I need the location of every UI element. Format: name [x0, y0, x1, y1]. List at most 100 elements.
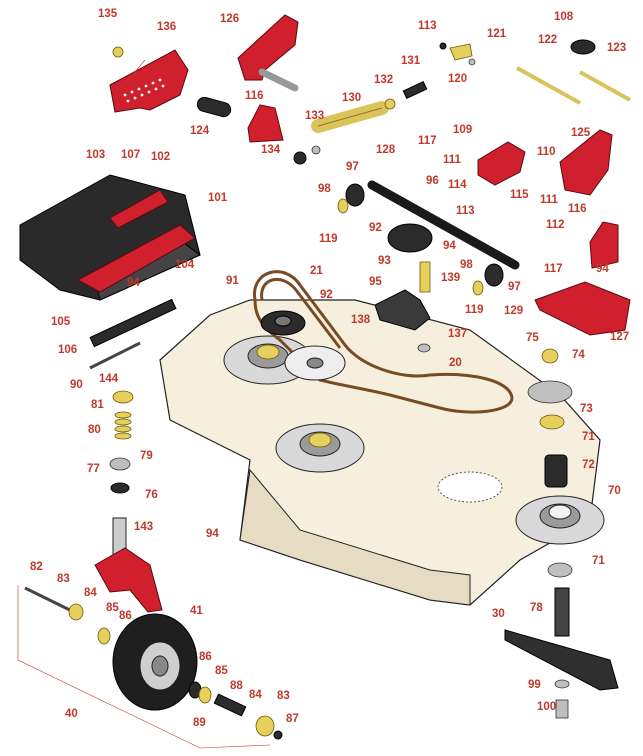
rod-123: [579, 70, 631, 102]
callout-108: 108: [554, 11, 574, 23]
callout-83: 83: [57, 573, 70, 585]
callout-89: 89: [193, 717, 206, 729]
callout-30: 30: [492, 608, 505, 620]
callout-138: 138: [351, 314, 371, 326]
callout-102: 102: [151, 151, 170, 163]
cap-144: [112, 390, 134, 404]
callout-20: 20: [449, 357, 462, 369]
callout-107: 107: [121, 149, 140, 161]
callout-91: 91: [226, 275, 239, 287]
callout-111: 111: [443, 154, 462, 166]
callout-111: 111: [540, 194, 559, 206]
callout-110: 110: [537, 146, 556, 158]
spring-80: [114, 411, 132, 440]
callout-98: 98: [460, 259, 473, 271]
bushing-98a: [337, 198, 349, 214]
callout-71: 71: [582, 431, 595, 443]
part-132: [384, 98, 396, 110]
part-121: [468, 58, 476, 66]
callout-129: 129: [504, 305, 523, 317]
callout-92: 92: [369, 222, 382, 234]
callout-98: 98: [318, 183, 331, 195]
mower-deck: [159, 299, 601, 606]
bearing-84a: [97, 627, 111, 645]
rod-90: [89, 341, 141, 370]
shaft-130: [311, 101, 389, 133]
lead-line: [119, 59, 146, 91]
callout-132: 132: [374, 74, 393, 86]
callout-75: 75: [526, 332, 539, 344]
bracket-109: [477, 141, 526, 186]
callout-83: 83: [277, 690, 290, 702]
spindle-housing-center: [275, 423, 365, 473]
callout-128: 128: [376, 144, 396, 156]
callout-136: 136: [157, 21, 176, 33]
bracket-102: [109, 189, 169, 229]
callout-122: 122: [538, 34, 557, 46]
spindle-78: [554, 587, 570, 637]
callout-120: 120: [448, 73, 467, 85]
callout-72: 72: [582, 459, 595, 471]
callout-117: 117: [418, 135, 437, 147]
callout-143: 143: [134, 521, 153, 533]
callout-95: 95: [369, 276, 382, 288]
pulley-92a: [387, 223, 433, 253]
callout-100: 100: [537, 701, 556, 713]
bolt-100: [555, 699, 569, 719]
callout-117: 117: [544, 263, 563, 275]
callout-113: 113: [418, 20, 437, 32]
callout-134: 134: [261, 144, 281, 156]
part-120: [449, 43, 473, 61]
callout-131: 131: [401, 55, 421, 67]
arm-126: [237, 14, 299, 92]
drive-arm-96: [367, 180, 520, 270]
callout-101: 101: [208, 192, 228, 204]
callout-105: 105: [51, 316, 71, 328]
bearing-71a: [539, 414, 565, 430]
bracket-116b: [589, 221, 619, 269]
callout-93: 93: [378, 255, 391, 267]
callout-40: 40: [65, 708, 78, 720]
callout-114: 114: [448, 179, 467, 191]
callout-135: 135: [98, 8, 118, 20]
bushing-97b: [484, 263, 504, 287]
callout-125: 125: [571, 127, 591, 139]
callout-73: 73: [580, 403, 593, 415]
part-83b: [255, 715, 275, 737]
bushing-124: [196, 96, 232, 118]
callout-144: 144: [99, 373, 119, 385]
callout-126: 126: [220, 13, 239, 25]
callout-119: 119: [465, 304, 484, 316]
bushing-76: [110, 482, 130, 494]
callout-99: 99: [528, 679, 541, 691]
callout-109: 109: [453, 124, 472, 136]
callout-labels: 135 136 126 113 121 108 122 123 120 131 …: [30, 8, 629, 729]
callout-84: 84: [84, 587, 97, 599]
callout-94: 94: [127, 277, 140, 289]
callout-84: 84: [249, 689, 262, 701]
idler-pulley: [284, 345, 346, 381]
spindle-housing-right: [515, 495, 605, 545]
callout-115: 115: [510, 189, 529, 201]
callout-94: 94: [596, 263, 609, 275]
callout-103: 103: [86, 149, 105, 161]
bracket-116a: [247, 104, 284, 143]
callout-133: 133: [305, 110, 324, 122]
washer-79: [109, 457, 131, 471]
drive-pulley: [260, 310, 306, 336]
caster-wheel-41: [112, 613, 198, 711]
idler-arm-95: [374, 289, 431, 331]
chute-frame-104: [76, 224, 196, 293]
callout-113: 113: [456, 205, 475, 217]
callout-88: 88: [230, 680, 243, 692]
callout-130: 130: [342, 92, 361, 104]
callout-78: 78: [530, 602, 543, 614]
callout-121: 121: [487, 28, 507, 40]
cap-108: [570, 39, 596, 55]
strap-105: [89, 298, 177, 348]
callout-80: 80: [88, 424, 101, 436]
callout-86: 86: [119, 610, 132, 622]
callout-70: 70: [608, 485, 621, 497]
